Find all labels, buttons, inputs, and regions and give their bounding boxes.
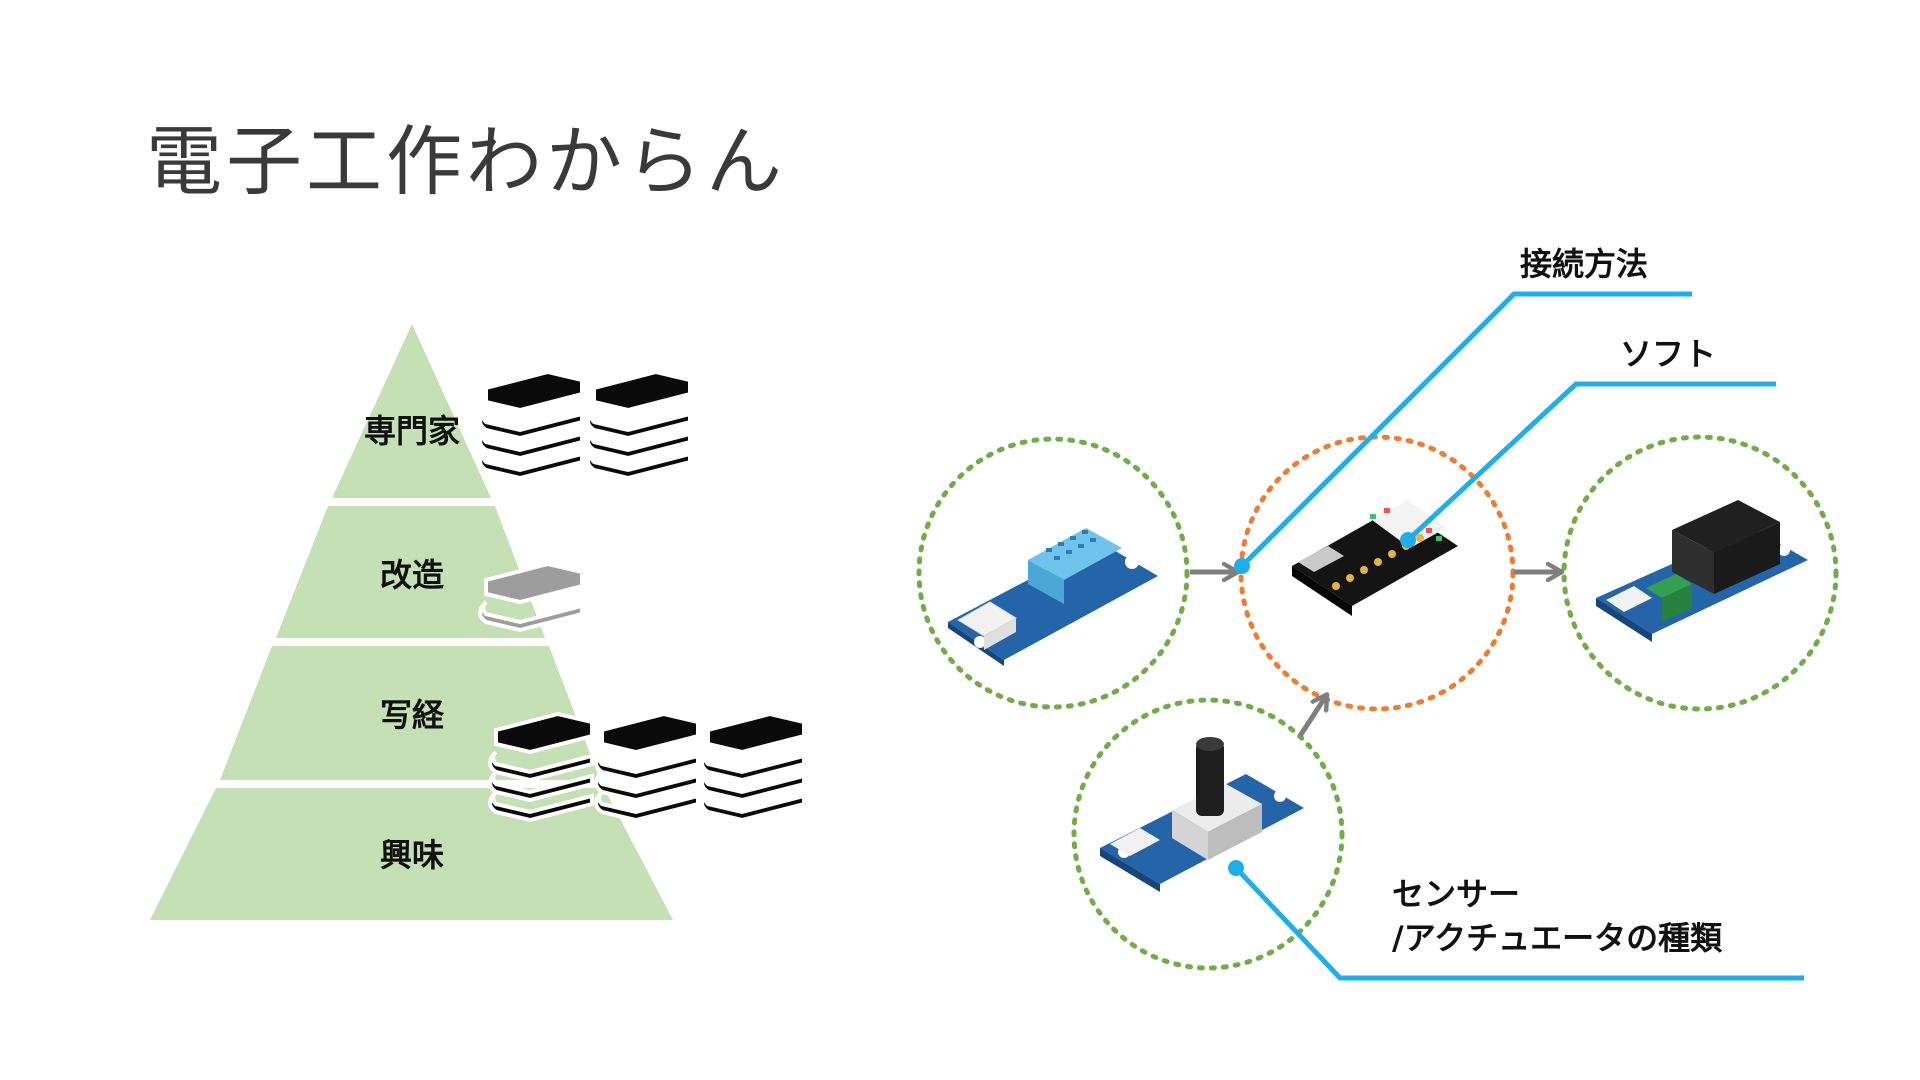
book-stack-icon: [478, 370, 584, 480]
callout-label-device-types-line-1: センサー: [1392, 875, 1521, 913]
slide-title: 電子工作わからん: [146, 117, 786, 206]
pyramid-label-interest: 興味: [379, 836, 445, 874]
controller-node-ring: [1238, 434, 1516, 712]
relay-module-icon: [1596, 500, 1808, 642]
book-stack-icon: [700, 712, 806, 822]
rotary-potentiometer-module-icon: [1100, 737, 1304, 892]
sensor-node-ring: [916, 436, 1190, 710]
skill-pyramid: [150, 324, 673, 920]
pyramid-level-interest: [150, 788, 673, 920]
pyramid-level-modify: [276, 506, 545, 638]
callout-label-device-types: センサー /アクチュエータの種類: [1392, 872, 1722, 960]
pyramid-label-copy: 写経: [379, 696, 445, 734]
callout-leader-software: [1400, 381, 1776, 548]
temperature-humidity-sensor-module-icon: [948, 528, 1158, 666]
input-node-ring: [1071, 697, 1345, 971]
callout-label-connection: 接続方法: [1520, 245, 1649, 283]
callout-leader-connection: [1234, 291, 1692, 574]
callout-leader-device-types: [1228, 860, 1804, 981]
pyramid-label-expert: 専門家: [363, 412, 461, 450]
pyramid-level-expert: [332, 324, 491, 498]
callout-label-device-types-line-2: /アクチュエータの種類: [1392, 919, 1723, 957]
actuator-node-ring: [1561, 434, 1839, 712]
book-stack-icon: [586, 370, 692, 480]
arrow-input-to-controller: [1297, 696, 1326, 738]
pyramid-label-modify: 改造: [379, 556, 445, 594]
book-icon-gray: [478, 561, 584, 633]
callout-label-software: ソフト: [1620, 335, 1717, 373]
